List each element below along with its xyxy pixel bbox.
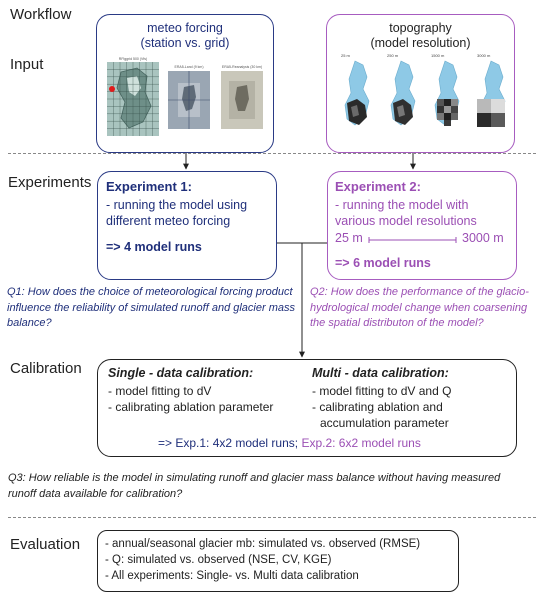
single-line1: - model fitting to dV <box>108 384 212 398</box>
exp2-runs: => 6 model runs <box>335 256 431 270</box>
topo-250m-image <box>390 60 416 126</box>
exp2-range-start: 25 m <box>335 231 363 245</box>
evaluation-line2: - Q: simulated vs. observed (NSE, CV, KG… <box>105 554 332 566</box>
separator-2 <box>8 517 536 518</box>
q1-line3: balance? <box>7 317 52 329</box>
question-1: Q1: How does the choice of meteorologica… <box>7 285 297 332</box>
era5-land-image <box>168 71 210 129</box>
q2-line1: Q2: How does the performance of the glac… <box>310 286 529 298</box>
era5-reanalysis-thumbnail: ERA5-Reanalysis (30 km) <box>221 65 263 129</box>
meteo-title: meteo forcing (station vs. grid) <box>97 21 273 51</box>
exp1-line2: different meteo forcing <box>106 214 231 228</box>
era5-reanalysis-image <box>221 71 263 129</box>
exp2-line1: - running the model with <box>335 198 469 212</box>
evaluation-line3: - All experiments: Single- vs. Multi dat… <box>105 570 359 582</box>
topo-3000m-image <box>477 60 506 127</box>
q3-line1: Q3: How reliable is the model in simulat… <box>8 472 501 484</box>
exp1-line1: - running the model using <box>106 198 248 212</box>
res-label-25: 25 m <box>341 53 350 58</box>
station-marker-icon <box>109 86 115 92</box>
topo-title: topography (model resolution) <box>327 21 514 51</box>
meteo-forcing-box: meteo forcing (station vs. grid) RFlggri… <box>96 14 274 153</box>
experiment-2-box: Experiment 2: - running the model with v… <box>327 171 517 280</box>
exp2-line2: various model resolutions <box>335 214 477 228</box>
stage-label-calibration: Calibration <box>10 360 82 377</box>
evaluation-box: - annual/seasonal glacier mb: simulated … <box>97 530 459 592</box>
stage-label-evaluation: Evaluation <box>10 536 81 553</box>
single-calibration-heading: Single - data calibration: <box>108 366 254 380</box>
thumb-label-2: ERA5-Land (9 km) <box>174 65 204 69</box>
q1-line1: Q1: How does the choice of meteorologica… <box>7 286 293 298</box>
station-grid-thumbnail: RFlggrid 500 (Vfs) <box>107 57 159 137</box>
resolution-range-arrow <box>368 237 457 243</box>
single-line2: - calibrating ablation parameter <box>108 400 274 414</box>
question-3: Q3: How reliable is the model in simulat… <box>8 471 538 502</box>
exp1-runs: => 4 model runs <box>106 240 202 254</box>
multi-calibration-heading: Multi - data calibration: <box>312 366 449 380</box>
exp2-heading: Experiment 2: <box>335 179 421 194</box>
meteo-title-line1: meteo forcing <box>147 21 223 35</box>
thumb-label-1: RFlggrid 500 (Vfs) <box>118 57 148 61</box>
q3-line2: runoff data available for calibration? <box>8 487 183 500</box>
question-2: Q2: How does the performance of the glac… <box>310 285 540 332</box>
res-label-3000: 3000 m <box>477 53 491 58</box>
meteo-title-line2: (station vs. grid) <box>140 36 230 50</box>
stage-label-experiments: Experiments <box>8 174 92 191</box>
calibration-box: Single - data calibration: - model fitti… <box>97 359 517 457</box>
q2-line3: the spatial distributon of the model? <box>310 317 484 329</box>
calibration-summary: => Exp.1: 4x2 model runs; Exp.2: 6x2 mod… <box>158 435 421 451</box>
era5-land-thumbnail: ERA5-Land (9 km) <box>168 65 210 129</box>
workflow-title: Workflow <box>10 6 72 23</box>
evaluation-line1: - annual/seasonal glacier mb: simulated … <box>105 538 421 550</box>
topo-25m-image <box>344 60 370 126</box>
q2-line2: hydrological model change when coarsenin… <box>310 301 528 314</box>
q1-line2: influence the reliability of simulated r… <box>7 301 295 314</box>
summary-exp1: => Exp.1: 4x2 model runs; <box>158 436 299 450</box>
res-label-1500: 1500 m <box>431 53 445 58</box>
topo-title-line1: topography <box>389 21 452 35</box>
exp2-range-end: 3000 m <box>462 231 504 245</box>
thumb-label-3: ERA5-Reanalysis (30 km) <box>221 65 263 69</box>
multi-line2: - calibrating ablation and <box>312 400 443 414</box>
summary-exp2: Exp.2: 6x2 model runs <box>301 436 421 450</box>
topo-title-line2: (model resolution) <box>370 36 471 50</box>
res-label-250: 250 m <box>387 53 399 58</box>
multi-line1: - model fitting to dV and Q <box>312 384 452 398</box>
experiment-1-box: Experiment 1: - running the model using … <box>97 171 277 280</box>
topography-box: topography (model resolution) 25 m 250 m… <box>326 14 515 153</box>
multi-line3: accumulation parameter <box>320 416 449 430</box>
stage-label-input: Input <box>10 56 44 73</box>
separator-1 <box>8 153 536 154</box>
topo-1500m-image <box>434 60 460 126</box>
exp1-heading: Experiment 1: <box>106 179 192 194</box>
grid-map-image <box>107 62 159 136</box>
